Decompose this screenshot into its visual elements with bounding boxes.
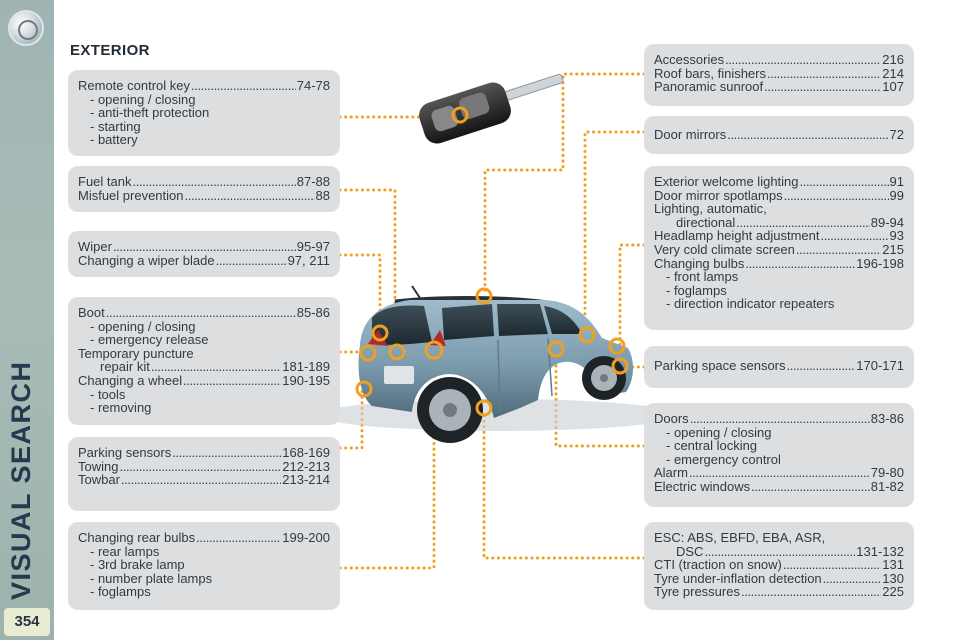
index-entry[interactable]: Changing a wiper blade97, 211	[78, 253, 330, 268]
mirrors-box: Door mirrors72	[644, 116, 914, 154]
sub-item: - number plate lamps	[90, 570, 213, 586]
parking-box: Parking sensors168-169 Towing212-213 Tow…	[68, 437, 340, 511]
sub-item: - central locking	[666, 438, 758, 454]
sub-item: - battery	[90, 132, 138, 148]
index-entry[interactable]: Boot85-86	[78, 306, 330, 320]
index-entry[interactable]: Changing rear bulbs199-200	[78, 531, 330, 545]
connector-lines	[338, 72, 646, 570]
index-entry[interactable]: Panoramic sunroof107	[654, 80, 904, 94]
boot-box: Boot85-86 - opening / closing - emergenc…	[68, 297, 340, 425]
sub-item: - foglamps	[666, 282, 727, 298]
index-entry-label: Temporary puncture	[78, 345, 194, 361]
car-icon	[318, 285, 678, 443]
brand-logo-icon	[8, 10, 44, 46]
remote-key-icon	[419, 73, 564, 144]
sub-item: - rear lamps	[90, 543, 160, 559]
index-entry[interactable]: Electric windows81-82	[654, 480, 904, 494]
sub-item: - direction indicator repeaters	[666, 296, 835, 312]
sub-item: - anti-theft protection	[90, 105, 210, 121]
index-entry[interactable]: DSC131-132	[654, 544, 904, 559]
wiper-box: Wiper95-97 Changing a wiper blade97, 211	[68, 231, 340, 277]
sub-item: - starting	[90, 118, 141, 134]
index-entry[interactable]: Headlamp height adjustment93	[654, 229, 904, 243]
sub-item: - emergency control	[666, 451, 781, 467]
index-entry-label: ESC: ABS, EBFD, EBA, ASR,	[654, 530, 826, 545]
sub-item: - opening / closing	[90, 318, 196, 334]
index-entry[interactable]: Exterior welcome lighting91	[654, 175, 904, 189]
index-entry[interactable]: Changing a wheel190-195	[78, 374, 330, 388]
index-entry[interactable]: Very cold climate screen215	[654, 243, 904, 257]
index-entry[interactable]: Towing212-213	[78, 459, 330, 474]
index-entry[interactable]: Tyre under-inflation detection130	[654, 572, 904, 586]
side-title: VISUAL SEARCH	[6, 360, 36, 600]
index-entry[interactable]: Wiper95-97	[78, 240, 330, 254]
fuel-box: Fuel tank87-88 Misfuel prevention88	[68, 166, 340, 212]
index-entry[interactable]: Fuel tank87-88	[78, 175, 330, 189]
lighting-box: Exterior welcome lighting91 Door mirror …	[644, 166, 914, 330]
doors-box: Doors83-86 - opening / closing - central…	[644, 403, 914, 507]
index-entry[interactable]: Parking space sensors170-171	[654, 359, 904, 373]
index-entry[interactable]: Doors83-86	[654, 412, 904, 426]
accessories-box: Accessories216 Roof bars, finishers214 P…	[644, 44, 914, 106]
index-entry[interactable]: Towbar213-214	[78, 473, 330, 487]
sidebar: VISUAL SEARCH	[0, 0, 54, 640]
parking-space-box: Parking space sensors170-171	[644, 346, 914, 388]
esc-box: ESC: ABS, EBFD, EBA, ASR, DSC131-132 CTI…	[644, 522, 914, 610]
sub-item: - front lamps	[666, 269, 739, 285]
page-heading: EXTERIOR	[70, 42, 150, 59]
sub-item: - opening / closing	[90, 91, 196, 107]
index-entry[interactable]: CTI (traction on snow)131	[654, 558, 904, 572]
index-entry[interactable]: repair kit181-189	[78, 360, 330, 374]
location-markers	[355, 106, 629, 417]
sub-item: - tools	[90, 386, 126, 402]
index-entry[interactable]: Door mirror spotlamps99	[654, 188, 904, 203]
index-entry[interactable]: Tyre pressures225	[654, 585, 904, 599]
sub-item: - 3rd brake lamp	[90, 557, 185, 573]
index-entry[interactable]: Alarm79-80	[654, 466, 904, 480]
index-entry[interactable]: Door mirrors72	[654, 128, 904, 142]
index-entry[interactable]: Parking sensors168-169	[78, 446, 330, 460]
sub-item: - emergency release	[90, 332, 209, 348]
index-entry[interactable]: Changing bulbs196-198	[654, 256, 904, 271]
index-entry[interactable]: directional89-94	[654, 216, 904, 230]
rear-bulbs-box: Changing rear bulbs199-200 - rear lamps …	[68, 522, 340, 610]
index-entry[interactable]: Roof bars, finishers214	[654, 66, 904, 81]
sub-item: - removing	[90, 400, 152, 416]
sub-item: - opening / closing	[666, 424, 772, 440]
index-entry[interactable]: Remote control key74-78	[78, 79, 330, 93]
sub-item: - foglamps	[90, 584, 151, 600]
index-entry[interactable]: Accessories216	[654, 53, 904, 67]
remote-key-box: Remote control key74-78 - opening / clos…	[68, 70, 340, 156]
index-entry-label: Lighting, automatic,	[654, 201, 767, 217]
index-entry[interactable]: Misfuel prevention88	[78, 188, 330, 203]
page-number: 354	[4, 608, 50, 636]
